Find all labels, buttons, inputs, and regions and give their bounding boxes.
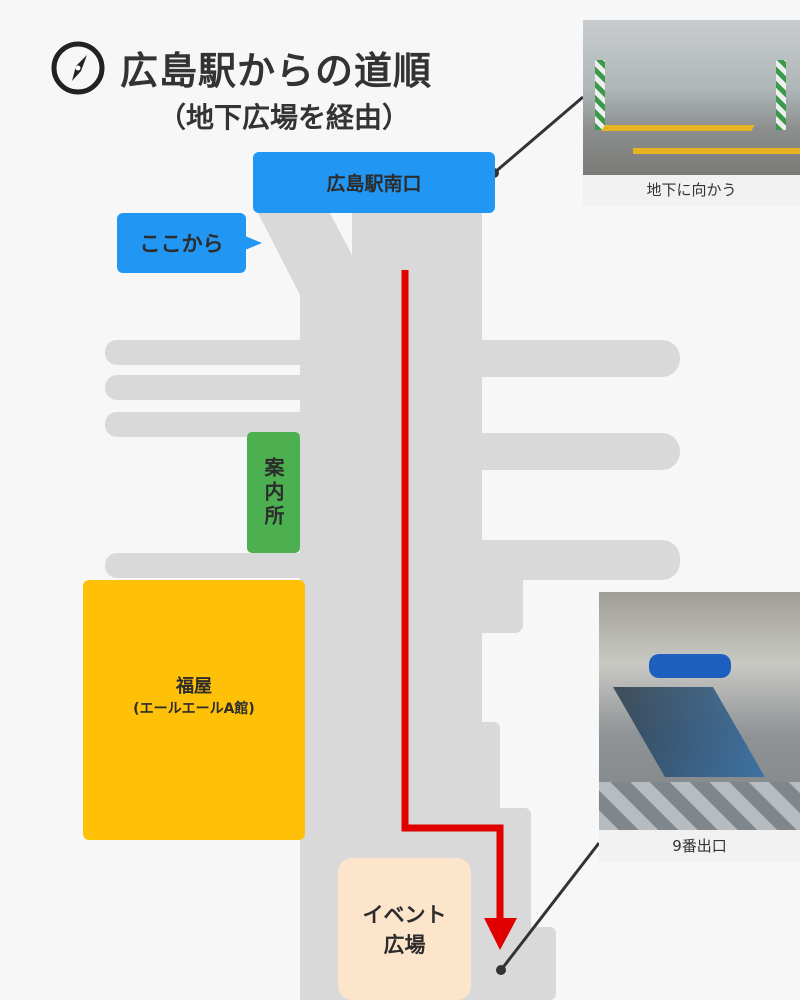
info-center-block xyxy=(247,432,300,553)
plaza-block xyxy=(338,858,471,1000)
corridor-left-4 xyxy=(105,553,325,578)
corridor-right-1 xyxy=(460,340,680,377)
photo-image xyxy=(583,20,800,175)
corridor-step-2 xyxy=(460,722,500,822)
corridor-step-1 xyxy=(460,570,523,633)
start-bubble xyxy=(117,213,246,273)
start-label: ここから xyxy=(139,232,224,256)
page-title: 広島駅からの道順 xyxy=(120,49,433,93)
plaza-label-line2: 広場 xyxy=(383,933,426,957)
plaza-label: イベント 広場 xyxy=(338,900,471,960)
south-exit-box xyxy=(253,152,495,213)
photo-image xyxy=(599,592,800,830)
south-exit-label: 広島駅南口 xyxy=(326,173,422,195)
start-bubble-pointer xyxy=(245,236,262,250)
store-name: 福屋 xyxy=(176,676,212,697)
info-center-label: 案内所 xyxy=(261,456,285,529)
photo-caption: 9番出口 xyxy=(599,830,800,862)
corridor-left-1 xyxy=(105,340,325,365)
store-block xyxy=(83,580,305,840)
compass-icon xyxy=(51,41,105,95)
photo-underground-entrance: 地下に向かう xyxy=(583,20,800,206)
photo-exit-9: 9番出口 xyxy=(599,592,800,862)
corridor-left-2 xyxy=(105,375,325,400)
store-label: 福屋 (エールエールA館) xyxy=(83,672,305,718)
page-subtitle: （地下広場を経由） xyxy=(158,101,411,134)
route-line xyxy=(401,270,504,922)
route-arrow-icon xyxy=(484,918,517,950)
connector-dot-2 xyxy=(496,965,506,975)
corridors xyxy=(105,213,680,1000)
corridor-right-2 xyxy=(460,433,680,470)
connector-line-1 xyxy=(493,95,584,175)
corridor-step-3 xyxy=(460,808,531,938)
corridor-step-4 xyxy=(460,927,556,1000)
photo-caption: 地下に向かう xyxy=(583,175,800,206)
main-corridor xyxy=(258,213,482,1000)
plaza-label-line1: イベント xyxy=(362,903,447,927)
corridor-left-3 xyxy=(105,412,325,437)
connector-line-2 xyxy=(499,842,601,971)
store-subname: (エールエールA館) xyxy=(133,701,255,717)
